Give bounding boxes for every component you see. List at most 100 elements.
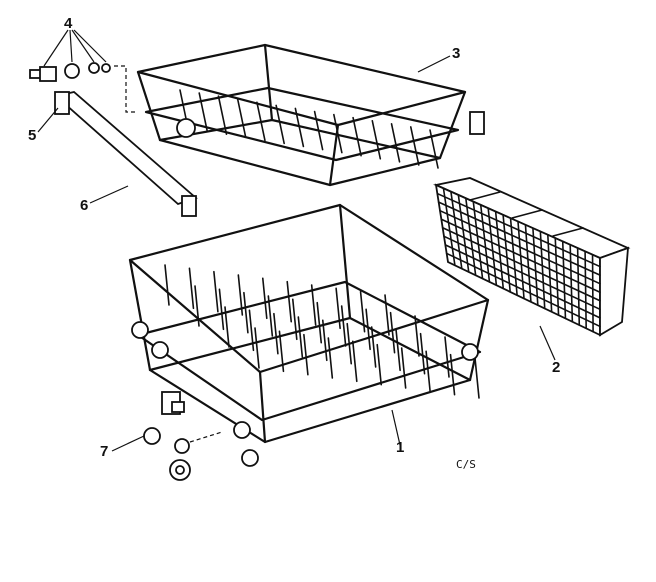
rail-stop [54, 91, 70, 115]
lower-rack-tine [273, 312, 279, 355]
lower-rack-tine [370, 326, 377, 368]
hardware-alignment-line [114, 65, 138, 113]
basket-grid-vertical [584, 250, 587, 330]
drawing-code: C/S [456, 458, 476, 471]
callout-3: 3 [452, 45, 460, 62]
silverware-basket [433, 177, 631, 337]
upper-rack-tine [313, 110, 324, 151]
basket-grid-horizontal [443, 235, 601, 311]
upper-rack-tine [256, 101, 266, 142]
callout-7: 7 [100, 443, 108, 460]
lower-rack-tine [291, 298, 298, 341]
roller-assembly [143, 391, 191, 481]
lower-rack-tine [224, 306, 230, 348]
basket-grid-horizontal [444, 244, 601, 319]
lower-rack-roller [241, 449, 259, 467]
basket-grid-vertical [524, 224, 532, 303]
lower-rack-tine [449, 353, 456, 396]
upper-rack-roller [176, 118, 196, 138]
lower-rack-tine [243, 291, 249, 334]
lower-rack-tine [310, 284, 317, 326]
lower-rack-tine [365, 308, 371, 351]
callout-6: 6 [80, 197, 88, 214]
basket-grid-vertical [465, 197, 477, 277]
basket-grid-horizontal [445, 252, 601, 328]
lower-rack-tine [474, 357, 480, 399]
basket-grid-vertical [569, 243, 574, 323]
leader-lines [37, 29, 556, 452]
basket-grid-vertical [561, 240, 567, 320]
upper-rack-tine [429, 129, 439, 169]
lower-rack-tine [400, 347, 407, 389]
basket-grid-vertical [509, 217, 518, 296]
upper-rack-tine [390, 123, 401, 163]
basket-grid-vertical [539, 230, 546, 310]
upper-rack-tine [236, 98, 247, 139]
basket-grid-vertical [532, 227, 539, 306]
basket-grid-vertical [517, 220, 525, 300]
basket-grid-vertical [547, 233, 553, 313]
basket-grid-vertical [457, 194, 470, 273]
upper-rack-tine [409, 126, 420, 166]
lower-rack-tine [261, 277, 268, 320]
rack-rail [54, 91, 198, 217]
lower-rack-tine [164, 264, 170, 306]
lower-rack-roller [151, 341, 169, 359]
lower-rack-tine [395, 329, 401, 372]
upper-rack-tine [333, 113, 343, 154]
basket-grid-vertical [502, 214, 511, 293]
lower-rack-tine [278, 330, 285, 373]
lower-rack-tine [376, 343, 383, 386]
mounting-hardware [29, 62, 111, 82]
lower-rack-tine [297, 316, 304, 358]
lower-rack-tine [218, 288, 225, 331]
upper-rack-tine [198, 92, 209, 132]
lower-rack-tine [213, 270, 219, 313]
basket-grid-vertical [450, 190, 463, 270]
lower-rack-tine [237, 274, 244, 316]
basket-grid-vertical [479, 204, 491, 283]
basket-grid-vertical [494, 210, 505, 290]
callout-2: 2 [552, 359, 560, 376]
basket-grid-horizontal [437, 201, 601, 276]
lower-rack-tine [248, 309, 255, 352]
lower-rack-tine [316, 301, 323, 344]
lower-rack-roller [233, 421, 251, 439]
lower-rack-tine [425, 350, 431, 393]
basket-grid-horizontal [440, 218, 601, 294]
basket-grid-vertical [487, 207, 498, 287]
lower-rack-tine [286, 280, 293, 323]
lower-rack [128, 203, 490, 467]
basket-grid-vertical [442, 187, 456, 267]
lower-rack-tine [303, 333, 309, 376]
upper-rack [136, 43, 485, 187]
basket-grid-horizontal [436, 192, 601, 268]
lower-rack-tine [194, 285, 200, 327]
lower-rack-tine [419, 332, 426, 375]
lower-rack-tine [414, 315, 420, 357]
lower-rack-tine [346, 322, 353, 365]
lower-rack-tine [389, 311, 396, 354]
upper-rack-tine [352, 116, 362, 157]
lower-rack-tine [267, 295, 274, 337]
lower-rack-tine [351, 340, 358, 383]
callout-5: 5 [28, 127, 36, 144]
lower-rack-tine [384, 294, 390, 336]
basket-grid-vertical [576, 247, 581, 326]
upper-rack-tine [275, 104, 285, 145]
basket-grid-vertical [472, 200, 484, 280]
lower-rack-tine [359, 290, 366, 333]
callout-1: 1 [396, 439, 404, 456]
lower-rack-tine [444, 336, 450, 378]
rail-end-stop [181, 195, 197, 217]
lower-rack-tine [340, 305, 347, 347]
lower-rack-tine [327, 337, 334, 379]
upper-rack-tine [371, 119, 382, 160]
roller-alignment-line [189, 431, 223, 443]
lower-rack-tine [254, 327, 260, 369]
lower-rack-tine [188, 267, 195, 310]
upper-rack-tine [294, 107, 305, 148]
basket-grid-horizontal [441, 226, 601, 302]
basket-grid-vertical [591, 253, 594, 333]
